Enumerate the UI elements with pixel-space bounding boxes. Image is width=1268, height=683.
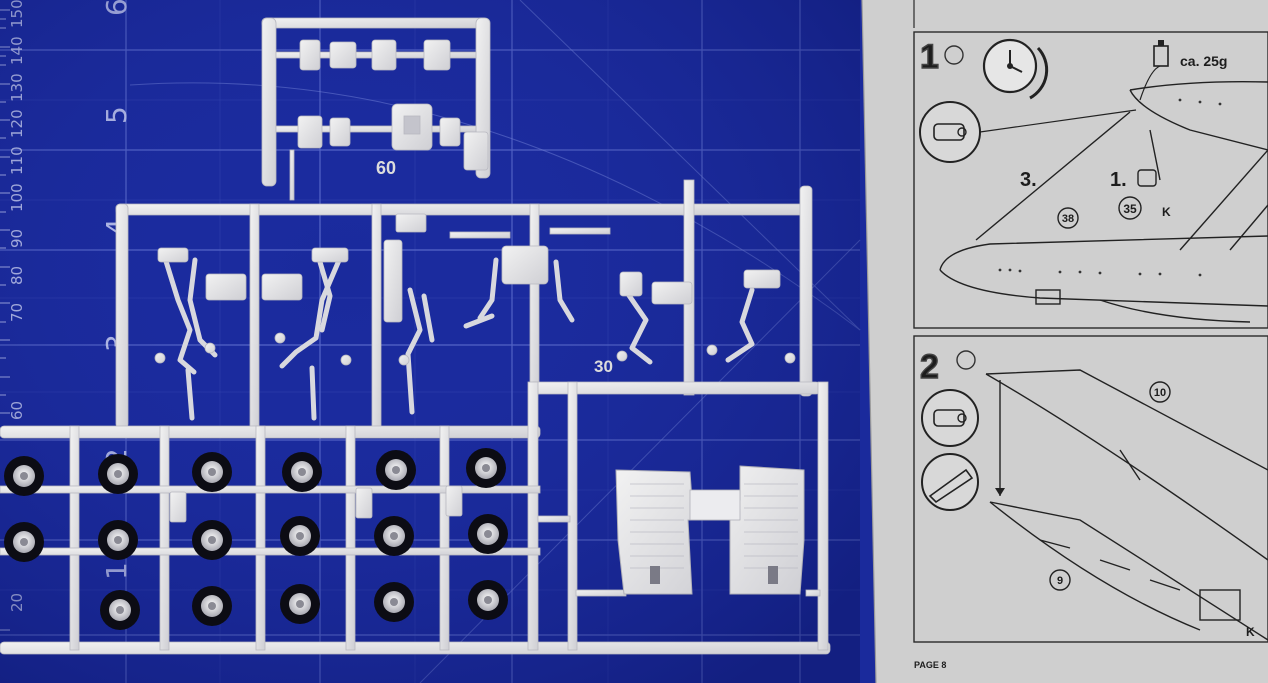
step-number: 1: [920, 38, 939, 76]
part-number-60: 60: [376, 158, 396, 178]
glue-icon: [944, 45, 964, 65]
svg-text:9: 9: [1057, 575, 1063, 587]
landing-gear-parts: [162, 255, 755, 421]
wing-drawing: [985, 369, 1268, 641]
wheel: [98, 454, 138, 494]
glue-tube-icon: [919, 101, 981, 163]
svg-text:10: 10: [1154, 387, 1166, 399]
step-1-frame: [913, 31, 1268, 329]
wheel: [4, 456, 44, 496]
wheel: [468, 514, 508, 554]
landing-gear-blocks: [154, 213, 796, 366]
wheel: [468, 580, 508, 620]
instruction-mark: K: [1162, 205, 1171, 219]
wheel: [376, 450, 416, 490]
window-dots: [998, 98, 1222, 277]
wheel: [466, 448, 506, 488]
part-callout-38: 38: [1057, 207, 1079, 229]
wheel: [192, 586, 232, 626]
wheel: [374, 582, 414, 622]
svg-text:35: 35: [1123, 202, 1137, 216]
clock-icon: [982, 38, 1049, 100]
arrow-head: [995, 488, 1005, 496]
wheel: [374, 516, 414, 556]
wheel: [280, 584, 320, 624]
sub-step-label: 3.: [1020, 169, 1037, 191]
instruction-mark: K: [1246, 625, 1255, 639]
stand-part-icon: [1137, 169, 1157, 187]
wheel: [192, 452, 232, 492]
wheel-grid: [4, 448, 508, 630]
sprue-top: [261, 17, 491, 201]
part-callout-9: 9: [1049, 569, 1071, 591]
step-number: 2: [920, 348, 939, 386]
wheel: [192, 520, 232, 560]
part-number-30: 30: [594, 357, 613, 376]
sub-step-label: 1.: [1110, 169, 1127, 191]
sanding-icon: [921, 453, 979, 511]
weight-icon: [1153, 40, 1169, 67]
wheel: [98, 520, 138, 560]
sprue-tabs: [169, 485, 463, 523]
instruction-sheet: 1 ca. 25g 3. 1.: [861, 0, 1268, 683]
weight-label: ca. 25g: [1180, 53, 1227, 69]
step-2-frame: [913, 335, 1268, 643]
fuselage-drawing: [939, 80, 1268, 323]
part-callout-35: 35: [1118, 196, 1142, 220]
wheel: [100, 590, 140, 630]
wheel: [280, 516, 320, 556]
svg-text:38: 38: [1062, 213, 1074, 225]
gear-bay-parts: [615, 465, 805, 595]
wheel: [4, 522, 44, 562]
part-callout-10: 10: [1149, 381, 1171, 403]
glue-icon: [956, 350, 976, 370]
page-label: PAGE 8: [914, 660, 946, 670]
glue-tube-icon: [921, 389, 979, 447]
wheel: [282, 452, 322, 492]
